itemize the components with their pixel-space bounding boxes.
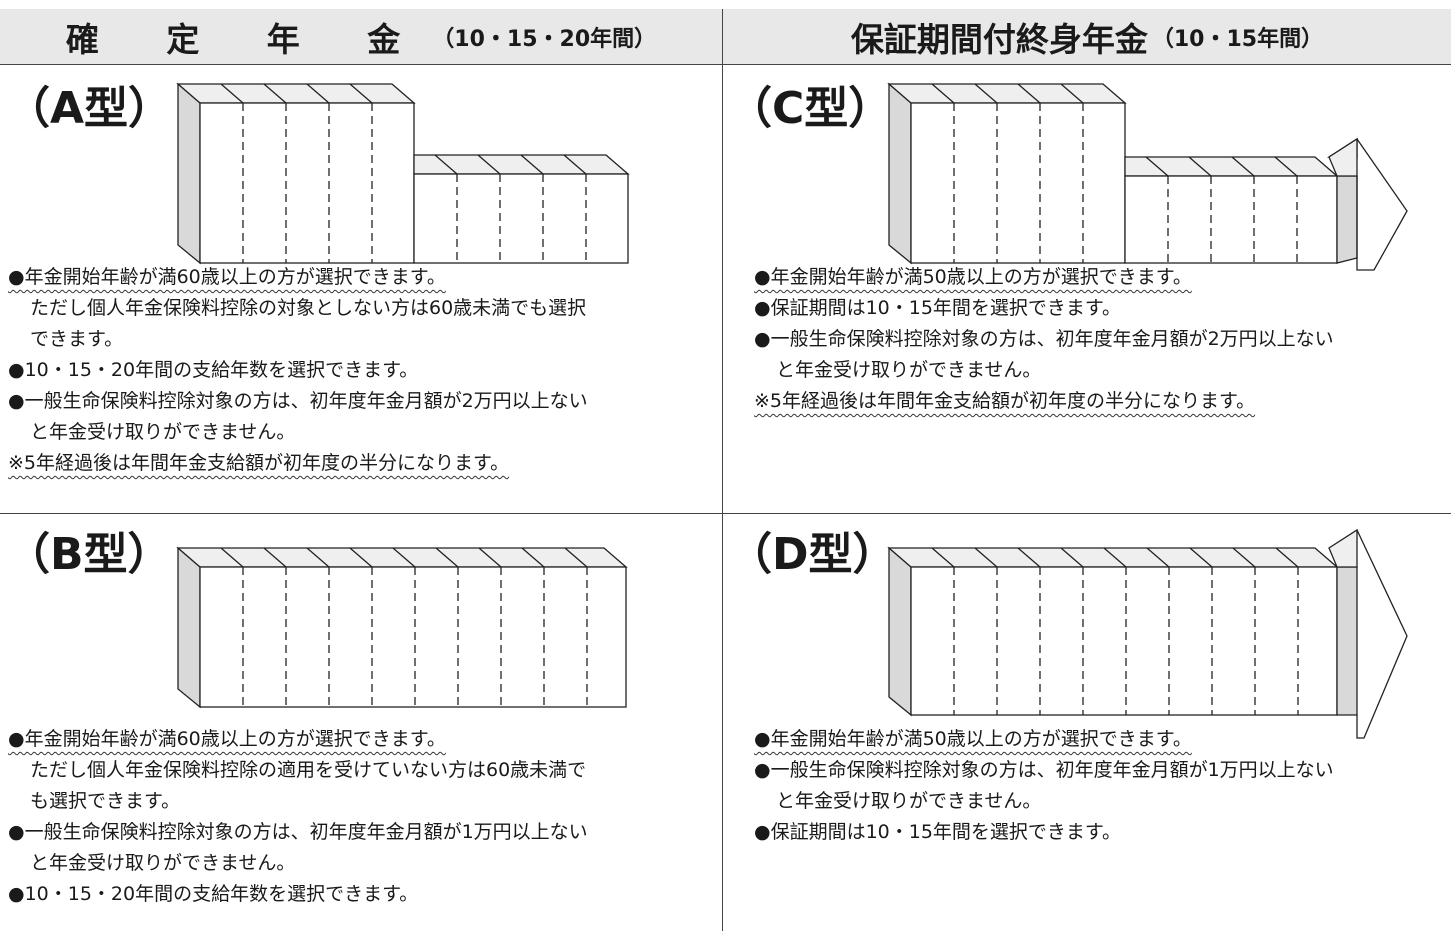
type-b-line-condition: ただし個人年金保険料控除の適用を受けていない方は60歳未満で [30, 759, 587, 781]
type-b-bullet-deduction: ●一般生命保険料控除対象の方は、初年度年金月額が1万円以上ない [8, 821, 588, 843]
type-a-label: （A型） [6, 83, 173, 134]
type-a-line-deduction-cont: と年金受け取りができません。 [30, 421, 296, 443]
type-b-line-condition-cont: も選択できます。 [30, 790, 181, 812]
type-d-notes: ●年金開始年齢が満50歳以上の方が選択できます。 ●一般生命保険料控除対象の方は… [754, 724, 1334, 848]
diagram-type-c [887, 82, 1408, 271]
type-d-line-deduction-cont: と年金受け取りができません。 [776, 790, 1042, 812]
column-divider [722, 9, 723, 931]
type-c-notes: ●年金開始年齢が満50歳以上の方が選択できます。 ●保証期間は10・15年間を選… [754, 262, 1334, 417]
header-right-subtitle: （10・15年間） [1151, 26, 1324, 52]
type-d-bullet-age: ●年金開始年齢が満50歳以上の方が選択できます。 [754, 728, 1192, 750]
type-b-notes: ●年金開始年齢が満60歳以上の方が選択できます。 ただし個人年金保険料控除の適用… [8, 724, 588, 910]
diagram-type-d [887, 528, 1408, 739]
type-c-bullet-deduction: ●一般生命保険料控除対象の方は、初年度年金月額が2万円以上ない [754, 328, 1334, 350]
type-a-bullet-age: ●年金開始年齢が満60歳以上の方が選択できます。 [8, 266, 446, 288]
type-b-label: （B型） [6, 529, 172, 580]
type-a-note: ※5年経過後は年間年金支給額が初年度の半分になります。 [8, 452, 510, 474]
diagram-type-a [176, 82, 630, 265]
header-right-title: 保証期間付終身年金 [850, 19, 1148, 59]
type-d-label: （D型） [728, 529, 897, 580]
type-d-bullet-deduction: ●一般生命保険料控除対象の方は、初年度年金月額が1万円以上ない [754, 759, 1334, 781]
type-d-bullet-period: ●保証期間は10・15年間を選択できます。 [754, 821, 1122, 843]
type-c-bullet-period: ●保証期間は10・15年間を選択できます。 [754, 297, 1122, 319]
row-divider [0, 513, 1451, 514]
type-c-note: ※5年経過後は年間年金支給額が初年度の半分になります。 [754, 390, 1256, 412]
type-b-bullet-age: ●年金開始年齢が満60歳以上の方が選択できます。 [8, 728, 446, 750]
type-a-line-condition: ただし個人年金保険料控除の対象としない方は60歳未満でも選択 [30, 297, 587, 319]
header-left-title: 確 定 年 金 [65, 19, 429, 59]
type-a-notes: ●年金開始年齢が満60歳以上の方が選択できます。 ただし個人年金保険料控除の対象… [8, 262, 588, 479]
header-left-subtitle: （10・15・20年間） [432, 26, 657, 52]
type-c-bullet-age: ●年金開始年齢が満50歳以上の方が選択できます。 [754, 266, 1192, 288]
type-a-line-condition-cont: できます。 [30, 328, 124, 350]
type-b-bullet-years: ●10・15・20年間の支給年数を選択できます。 [8, 883, 419, 905]
type-a-bullet-years: ●10・15・20年間の支給年数を選択できます。 [8, 359, 419, 381]
diagram-type-b [176, 546, 628, 709]
type-c-label: （C型） [728, 83, 893, 134]
header-fixed-annuity: 確 定 年 金（10・15・20年間） [0, 9, 722, 65]
type-c-line-deduction-cont: と年金受け取りができません。 [776, 359, 1042, 381]
type-b-line-deduction-cont: と年金受け取りができません。 [30, 852, 296, 874]
type-a-bullet-deduction: ●一般生命保険料控除対象の方は、初年度年金月額が2万円以上ない [8, 390, 588, 412]
header-lifetime-annuity: 保証期間付終身年金（10・15年間） [723, 9, 1451, 65]
